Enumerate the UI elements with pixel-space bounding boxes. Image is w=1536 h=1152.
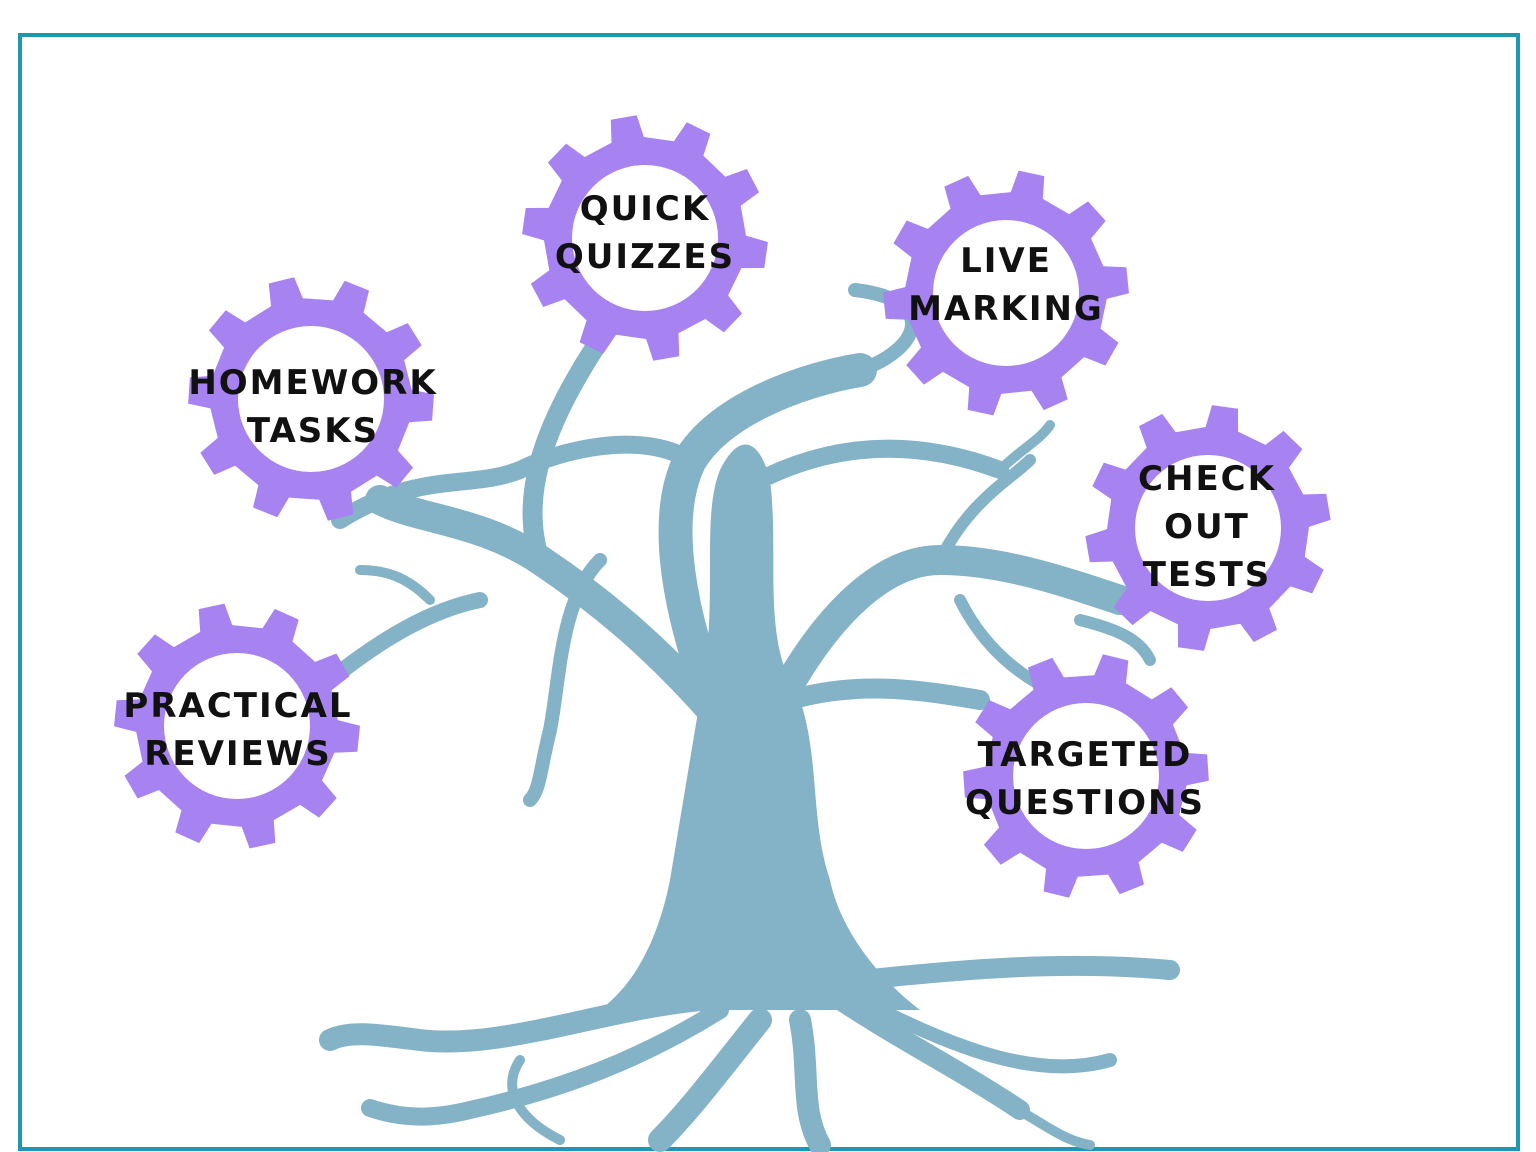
gear-label-line: MARKING [908, 289, 1104, 329]
gear-label-line: QUIZZES [554, 237, 736, 277]
gear-homework-tasks: HOMEWORK TASKS [188, 359, 437, 455]
gear-center [572, 165, 718, 311]
gear-label-line: QUICK [579, 189, 711, 229]
gear-label-line: HOMEWORK [188, 363, 438, 403]
gear-center [164, 653, 310, 799]
gear-label-line: REVIEWS [144, 734, 332, 774]
gear-label-line: QUESTIONS [965, 783, 1205, 823]
gear-live-marking: LIVE MARKING [908, 237, 1104, 333]
gear-label-line: TARGETED [977, 735, 1193, 775]
gear-center [1135, 455, 1281, 601]
gear-icon [963, 654, 1209, 898]
gear-quick-quizzes: QUICK QUIZZES [555, 185, 735, 281]
gear-check-out-tests: CHECK OUT TESTS [1138, 455, 1276, 599]
gear-label-line: TESTS [1142, 555, 1272, 595]
gear-icon [883, 170, 1129, 416]
gear-center [933, 220, 1079, 366]
gear-icon [1085, 405, 1331, 651]
gear-icon [188, 277, 434, 521]
gear-center [1013, 703, 1159, 849]
gear-center [238, 326, 384, 472]
gear-targeted-questions: TARGETED QUESTIONS [965, 731, 1205, 827]
gear-icon [114, 603, 360, 849]
gear-label-line: PRACTICAL [123, 686, 353, 726]
gear-label-line: LIVE [960, 241, 1052, 281]
gear-icon [522, 115, 768, 361]
gear-label-line: OUT [1164, 507, 1250, 547]
gear-practical-reviews: PRACTICAL REVIEWS [123, 682, 352, 778]
gear-label-line: CHECK [1138, 459, 1276, 499]
gear-label-line: TASKS [246, 411, 380, 451]
